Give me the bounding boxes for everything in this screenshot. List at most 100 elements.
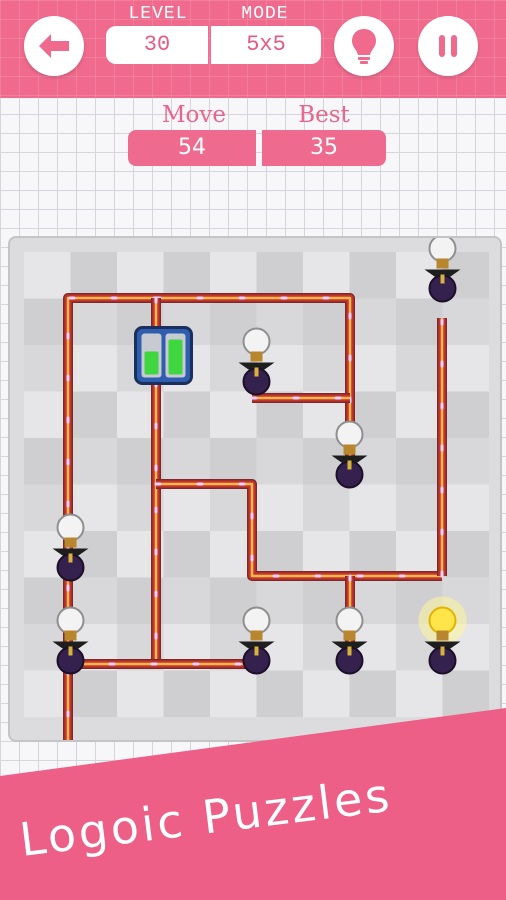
board-cell: [70, 252, 117, 299]
bulb-base: [64, 630, 77, 641]
pause-button[interactable]: [418, 16, 478, 76]
board-cell: [442, 345, 489, 392]
battery-charge-right: [168, 339, 183, 375]
best-value: 35: [262, 130, 386, 166]
board-cell: [163, 531, 210, 578]
pause-icon: [439, 35, 457, 57]
board-cell: [396, 298, 443, 345]
board-cell: [70, 670, 117, 717]
lightbulb-icon: [352, 29, 376, 64]
bulb-stem: [347, 460, 352, 470]
wire-core: [66, 296, 156, 740]
board-cell: [256, 531, 303, 578]
game-board: [8, 236, 502, 742]
board-cell: [349, 484, 396, 531]
board-cell: [349, 531, 396, 578]
board-cell: [163, 252, 210, 299]
board-cell: [303, 531, 350, 578]
board-cell: [163, 438, 210, 485]
board-cell: [442, 438, 489, 485]
board-cell: [442, 298, 489, 345]
board-cell: [349, 670, 396, 717]
bulb-socket: [424, 269, 461, 277]
board-cell: [24, 670, 71, 717]
bulb-base: [436, 258, 449, 269]
banner-shape: [0, 708, 506, 900]
level-label: LEVEL: [128, 4, 188, 24]
bulb-socket: [52, 548, 89, 556]
bulb-base: [436, 630, 449, 641]
mode-value: 5x5: [211, 26, 321, 64]
board-cell: [256, 438, 303, 485]
board-cell: [396, 484, 443, 531]
board-cell: [349, 345, 396, 392]
board-cell: [163, 484, 210, 531]
board-cell: [303, 345, 350, 392]
bulb-base: [343, 630, 356, 641]
board-cell: [396, 670, 443, 717]
bulb-stem: [440, 646, 445, 656]
board-cell: [70, 438, 117, 485]
battery-charge-left: [144, 351, 159, 375]
board-cell: [442, 484, 489, 531]
board-cell: [210, 391, 257, 438]
back-arrow-icon: [39, 34, 69, 58]
board-cell: [303, 484, 350, 531]
board-cell: [117, 252, 164, 299]
bulb-stem: [68, 646, 73, 656]
board-cell: [210, 252, 257, 299]
board-cell: [163, 577, 210, 624]
board-cell: [24, 438, 71, 485]
board-cell: [303, 670, 350, 717]
board-cell: [303, 298, 350, 345]
back-button[interactable]: [24, 16, 84, 76]
board-cell: [163, 670, 210, 717]
board-cell: [396, 391, 443, 438]
bulb-base: [250, 630, 263, 641]
bulb-stem: [254, 367, 259, 377]
bulb-stem: [254, 646, 259, 656]
board-canvas: [24, 238, 489, 740]
bulb-socket: [424, 641, 461, 649]
board-cell: [24, 252, 71, 299]
board-cell: [210, 670, 257, 717]
board-cell: [442, 670, 489, 717]
board-cell: [256, 670, 303, 717]
bulb-socket: [331, 641, 368, 649]
board-cell: [396, 345, 443, 392]
board-cell: [442, 531, 489, 578]
level-value: 30: [106, 26, 208, 64]
board-cell: [70, 391, 117, 438]
move-value: 54: [128, 130, 256, 166]
bulb-stem: [347, 646, 352, 656]
bulb-socket: [52, 641, 89, 649]
bulb-stem: [68, 553, 73, 563]
board-cell: [442, 391, 489, 438]
bulb-base: [250, 351, 263, 362]
board-cell: [349, 298, 396, 345]
board-cell: [210, 438, 257, 485]
board-cell: [163, 391, 210, 438]
bulb-socket: [238, 362, 275, 370]
board-cell: [256, 252, 303, 299]
hint-button[interactable]: [334, 16, 394, 76]
move-label: Move: [161, 102, 226, 128]
board-cell: [24, 345, 71, 392]
best-label: Best: [298, 102, 350, 128]
board-cell: [70, 298, 117, 345]
bulb-base: [64, 537, 77, 548]
board-cell: [303, 252, 350, 299]
bulb-stem: [440, 274, 445, 284]
board-cell: [396, 438, 443, 485]
board-cell: [256, 484, 303, 531]
bulb-socket: [331, 455, 368, 463]
bulb-base: [343, 444, 356, 455]
board-cell: [396, 531, 443, 578]
board-cell: [24, 298, 71, 345]
bulb-socket: [238, 641, 275, 649]
board-cell: [349, 252, 396, 299]
board-cell: [117, 670, 164, 717]
board-cell: [70, 345, 117, 392]
mode-label: MODE: [241, 4, 289, 24]
